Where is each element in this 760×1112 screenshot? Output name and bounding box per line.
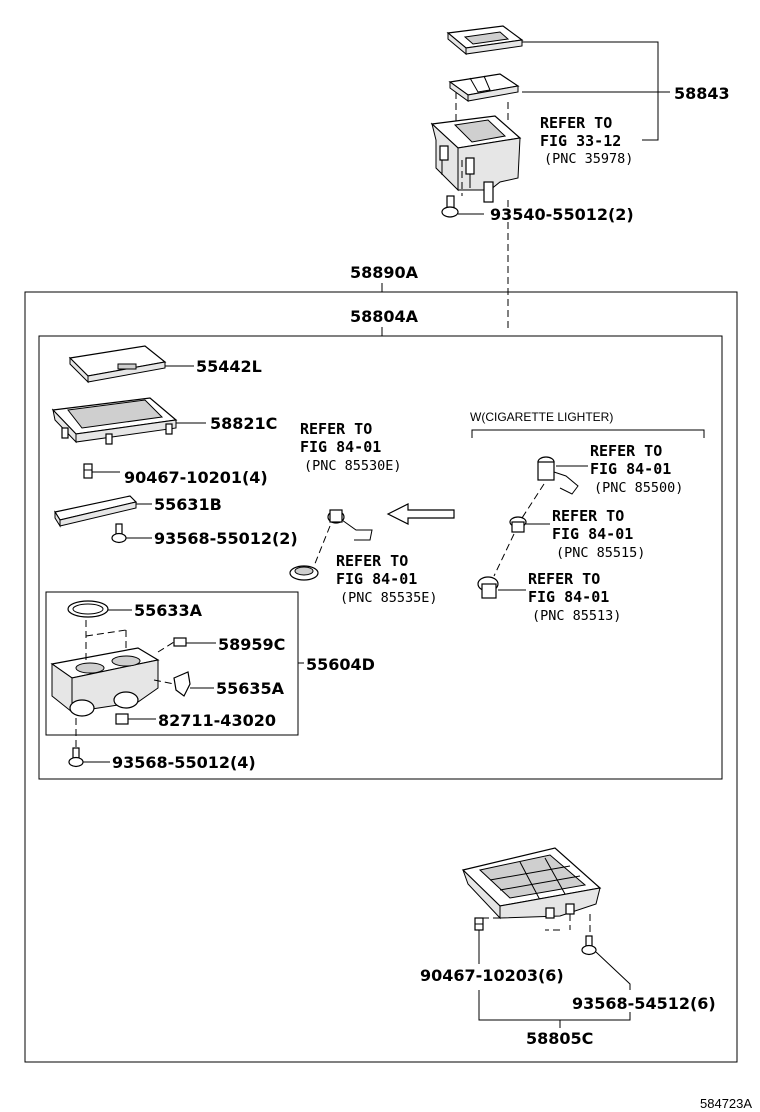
refer-to-85500-line2: FIG 84-01 bbox=[590, 460, 671, 478]
hollow-arrow-icon bbox=[386, 503, 455, 525]
refer-to-85535e-line2: FIG 84-01 bbox=[336, 570, 417, 588]
part-number-58804a: 58804A bbox=[350, 307, 419, 326]
left-column-parts bbox=[51, 345, 178, 544]
assembly-box-58890a bbox=[24, 291, 738, 1063]
part-number-58843: 58843 bbox=[674, 84, 730, 103]
refer-to-pnc-35978: (PNC 35978) bbox=[544, 151, 633, 167]
refer-to-pnc-85515: (PNC 85515) bbox=[556, 545, 645, 561]
top-leader-lines bbox=[455, 41, 670, 330]
refer-to-pnc-85530e: (PNC 85530E) bbox=[304, 458, 402, 474]
part-number-58959c: 58959C bbox=[218, 635, 285, 654]
cup-holder-parts bbox=[50, 600, 191, 768]
refer-to-85500-line1: REFER TO bbox=[590, 442, 662, 460]
refer-to-pnc-85535e: (PNC 85535E) bbox=[340, 590, 438, 606]
part-number-93568-55012-4: 93568-55012(4) bbox=[112, 753, 256, 772]
part-number-55442l: 55442L bbox=[196, 357, 262, 376]
refer-to-fig-33-12: FIG 33-12 bbox=[540, 132, 621, 150]
illustration-id: 584723A bbox=[700, 1096, 752, 1111]
part-number-93540-55012: 93540-55012(2) bbox=[490, 205, 634, 224]
part-number-58890a: 58890A bbox=[350, 263, 419, 282]
part-number-90467-10203: 90467-10203(6) bbox=[420, 966, 564, 985]
part-number-55604d: 55604D bbox=[306, 655, 375, 674]
center-socket-parts bbox=[289, 509, 373, 581]
left-column-leaders bbox=[92, 365, 206, 539]
cup-holder-leaders bbox=[75, 609, 216, 763]
cigarette-lighter-leaders bbox=[498, 465, 588, 591]
top-shift-cover-parts bbox=[430, 25, 524, 218]
part-number-93568-54512: 93568-54512(6) bbox=[572, 994, 716, 1013]
refer-to-85513-line2: FIG 84-01 bbox=[528, 588, 609, 606]
part-number-58821c: 58821C bbox=[210, 414, 277, 433]
refer-to-85513-line1: REFER TO bbox=[528, 570, 600, 588]
refer-to-85535e-line1: REFER TO bbox=[336, 552, 408, 570]
refer-to-85515-line2: FIG 84-01 bbox=[552, 525, 633, 543]
part-number-55633a: 55633A bbox=[134, 601, 203, 620]
part-number-58805c: 58805C bbox=[526, 1029, 593, 1048]
cigarette-lighter-header: W(CIGARETTE LIGHTER) bbox=[470, 410, 613, 424]
assembly-box-58804a bbox=[38, 335, 723, 780]
refer-to-line1: REFER TO bbox=[540, 114, 612, 132]
bottom-tray-parts bbox=[461, 847, 602, 956]
refer-to-85515-line1: REFER TO bbox=[552, 507, 624, 525]
part-number-90467-10201: 90467-10201(4) bbox=[124, 468, 268, 487]
refer-to-pnc-85513: (PNC 85513) bbox=[532, 608, 621, 624]
cigarette-lighter-parts bbox=[477, 456, 579, 599]
part-number-93568-55012-2: 93568-55012(2) bbox=[154, 529, 298, 548]
refer-to-pnc-85500: (PNC 85500) bbox=[594, 480, 683, 496]
part-number-55631b: 55631B bbox=[154, 495, 222, 514]
refer-to-85530e-line2: FIG 84-01 bbox=[300, 438, 381, 456]
bottom-tray-leaders bbox=[478, 914, 631, 1028]
part-number-55635a: 55635A bbox=[216, 679, 285, 698]
refer-to-85530e-line1: REFER TO bbox=[300, 420, 372, 438]
part-number-82711-43020: 82711-43020 bbox=[158, 711, 276, 730]
